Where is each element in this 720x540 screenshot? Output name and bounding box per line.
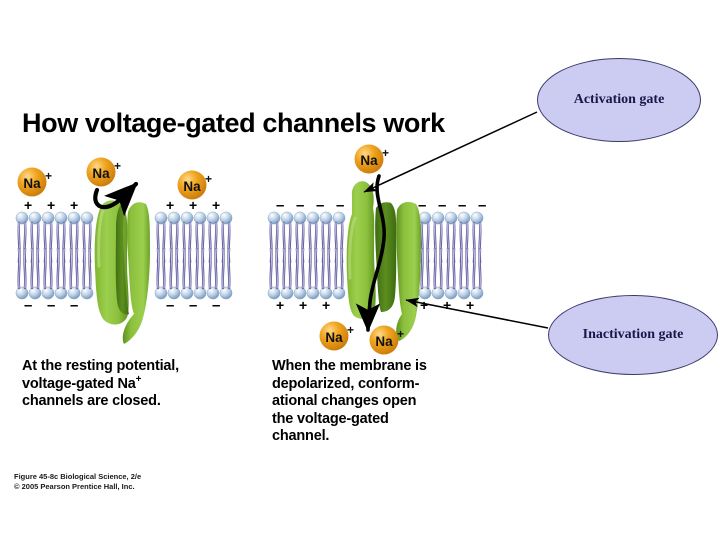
svg-text:–: – (24, 297, 32, 314)
svg-text:+: + (166, 197, 174, 213)
credit-line-figure: Figure 45-8c Biological Science, 2/e (14, 472, 142, 481)
svg-text:–: – (478, 197, 486, 214)
caption-resting: At the resting potential, voltage-gated … (22, 358, 267, 411)
svg-text:+: + (322, 297, 330, 313)
page-title: How voltage-gated channels work (22, 108, 445, 138)
svg-text:–: – (166, 297, 174, 314)
credit-line-copyright: © 2005 Pearson Prentice Hall, Inc. (14, 482, 135, 491)
charge-row-outer-resting: + + + + + + (24, 197, 220, 213)
svg-text:+: + (47, 197, 55, 213)
caption-line: depolarized, conform- (272, 375, 420, 392)
svg-text:–: – (189, 297, 197, 314)
svg-text:–: – (296, 197, 304, 214)
callout-inactivation-gate[interactable]: Inactivation gate (548, 295, 718, 375)
ion-flow-arrow (355, 174, 386, 333)
svg-text:Na: Na (183, 179, 201, 194)
charge-row-inner-resting: ––– ––– (24, 297, 220, 314)
svg-text:–: – (70, 297, 78, 314)
svg-text:–: – (336, 197, 344, 214)
svg-text:Na: Na (360, 153, 378, 168)
svg-text:Na: Na (325, 330, 343, 345)
panel-depolarized: –– –– –– –– +++ +++ Na + Na (266, 144, 486, 355)
lipid-bilayer-right-segment (153, 210, 234, 301)
svg-text:+: + (189, 197, 197, 213)
svg-text:+: + (24, 197, 32, 213)
svg-text:–: – (212, 297, 220, 314)
sodium-ion: Na + (17, 167, 52, 197)
svg-text:–: – (276, 197, 284, 214)
svg-text:+: + (114, 159, 121, 173)
svg-text:Na: Na (23, 176, 41, 191)
callout-activation-gate[interactable]: Activation gate (537, 58, 701, 142)
sodium-ion: Na + (319, 321, 354, 351)
sodium-ion: Na + (177, 170, 212, 200)
caption-line: voltage-gated Na+ (22, 373, 142, 392)
caption-line: At the resting potential, (22, 358, 179, 374)
sodium-ion: Na + (354, 144, 389, 174)
voltage-gated-channel-open (346, 181, 421, 341)
ion-rejected-arrow (93, 181, 139, 217)
svg-text:+: + (382, 146, 389, 160)
leader-line-inactivation (405, 297, 549, 329)
panel-resting: +++ +++ ––– ––– Na + Na + (14, 157, 234, 344)
lipid-bilayer-left-segment (14, 210, 95, 301)
svg-text:+: + (45, 169, 52, 183)
callout-label: Inactivation gate (582, 327, 684, 342)
svg-text:+: + (466, 297, 474, 313)
lipid-bilayer-left-segment (266, 210, 347, 301)
callout-label: Activation gate (573, 92, 665, 107)
svg-text:–: – (316, 197, 324, 214)
charge-row-inner-depolarized: + + + + + + (276, 297, 474, 313)
sodium-ion: Na + (86, 157, 121, 187)
caption-line: channels are closed. (22, 393, 161, 409)
caption-line: ational changes open (272, 393, 417, 409)
svg-text:+: + (205, 172, 212, 186)
svg-text:+: + (347, 323, 354, 337)
caption-depolarized: When the membrane is depolarized, confor… (272, 358, 507, 446)
voltage-gated-channel-closed (94, 200, 150, 344)
svg-text:–: – (418, 197, 426, 214)
svg-text:+: + (276, 297, 284, 313)
svg-text:+: + (443, 297, 451, 313)
charge-row-outer-depolarized: –– –– –– –– (276, 197, 486, 214)
svg-text:+: + (70, 197, 78, 213)
caption-line: channel. (272, 428, 330, 444)
svg-text:+: + (397, 327, 404, 341)
svg-text:–: – (438, 197, 446, 214)
svg-text:Na: Na (92, 166, 110, 181)
leader-line-activation (363, 111, 538, 193)
caption-line: the voltage-gated (272, 410, 389, 427)
svg-text:+: + (420, 297, 428, 313)
figure-credit: Figure 45-8c Biological Science, 2/e © 2… (14, 472, 141, 492)
svg-text:Na: Na (375, 334, 393, 349)
sodium-ion: Na + (369, 325, 404, 355)
svg-text:+: + (212, 197, 220, 213)
svg-text:–: – (458, 197, 466, 214)
caption-line: When the membrane is (272, 358, 427, 374)
svg-text:+: + (299, 297, 307, 313)
svg-text:–: – (47, 297, 55, 314)
